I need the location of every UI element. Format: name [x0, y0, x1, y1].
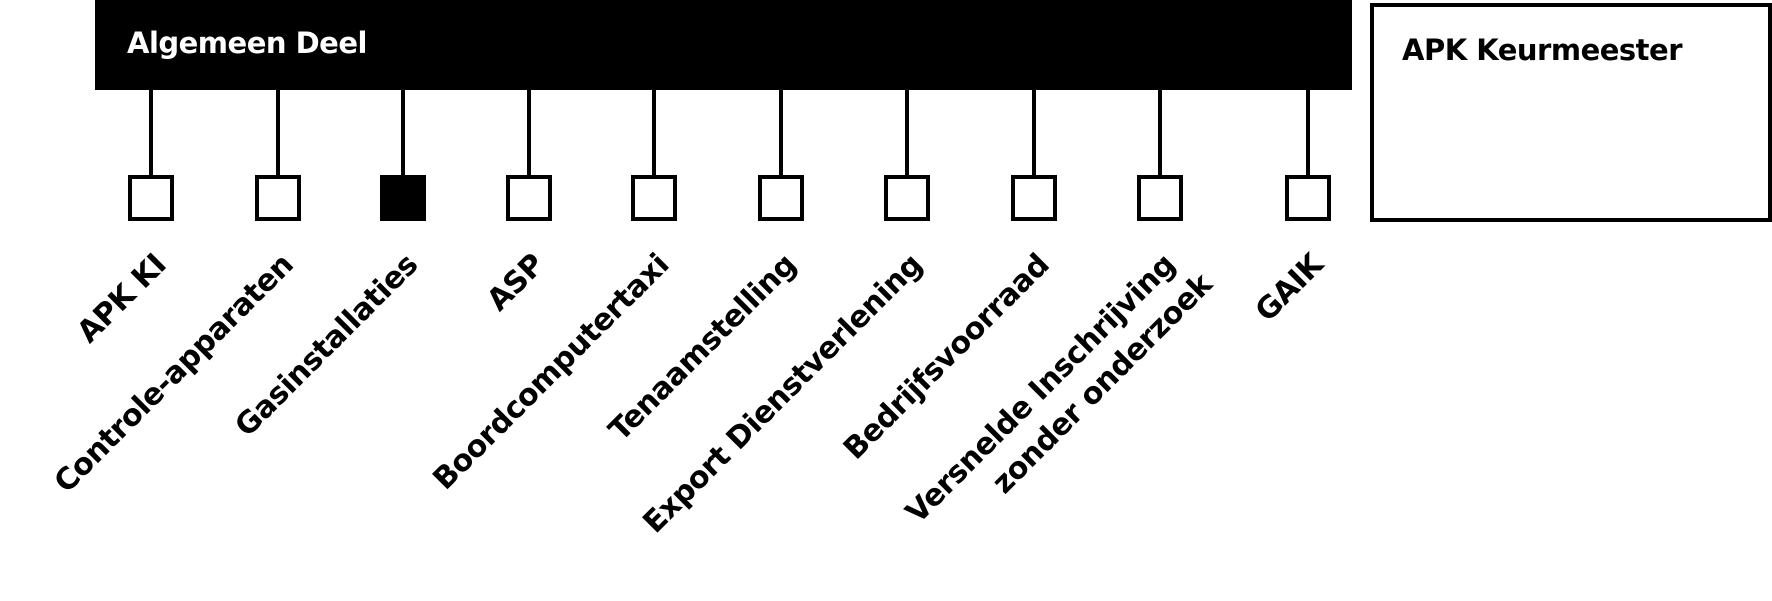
parent-node-label: Algemeen Deel — [127, 26, 367, 60]
side-node-label: APK Keurmeester — [1402, 33, 1683, 67]
child-node-label: ASP — [479, 246, 553, 320]
checkbox-unchecked[interactable] — [758, 175, 804, 221]
checkbox-unchecked[interactable] — [255, 175, 301, 221]
child-node-label: GAIK — [1247, 246, 1332, 331]
label-line: Boordcomputertaxi — [426, 247, 677, 497]
connector-line — [652, 90, 656, 176]
connector-line — [1158, 90, 1162, 176]
child-node-label: Boordcomputertaxi — [425, 246, 678, 499]
connector-line — [276, 90, 280, 176]
connector-line — [1032, 90, 1036, 176]
checkbox-unchecked[interactable] — [506, 175, 552, 221]
label-line: ASP — [480, 247, 552, 319]
checkbox-unchecked[interactable] — [884, 175, 930, 221]
checkbox-unchecked[interactable] — [1285, 175, 1331, 221]
connector-line — [149, 90, 153, 176]
connector-line — [1306, 90, 1310, 176]
child-node-label: APK KI — [69, 246, 175, 352]
connector-line — [779, 90, 783, 176]
connector-line — [401, 90, 405, 176]
label-line: APK KI — [70, 247, 174, 351]
label-line: GAIK — [1248, 247, 1331, 329]
checkbox-unchecked[interactable] — [631, 175, 677, 221]
checkbox-checked[interactable] — [380, 175, 426, 221]
parent-node-algemeen-deel: Algemeen Deel — [95, 0, 1352, 90]
checkbox-unchecked[interactable] — [1137, 175, 1183, 221]
child-node-label: Controle-apparaten — [46, 246, 302, 502]
checkbox-unchecked[interactable] — [128, 175, 174, 221]
connector-line — [527, 90, 531, 176]
side-node-apk-keurmeester: APK Keurmeester — [1370, 3, 1772, 222]
checkbox-unchecked[interactable] — [1011, 175, 1057, 221]
label-line: Controle-apparaten — [47, 247, 301, 500]
connector-line — [905, 90, 909, 176]
